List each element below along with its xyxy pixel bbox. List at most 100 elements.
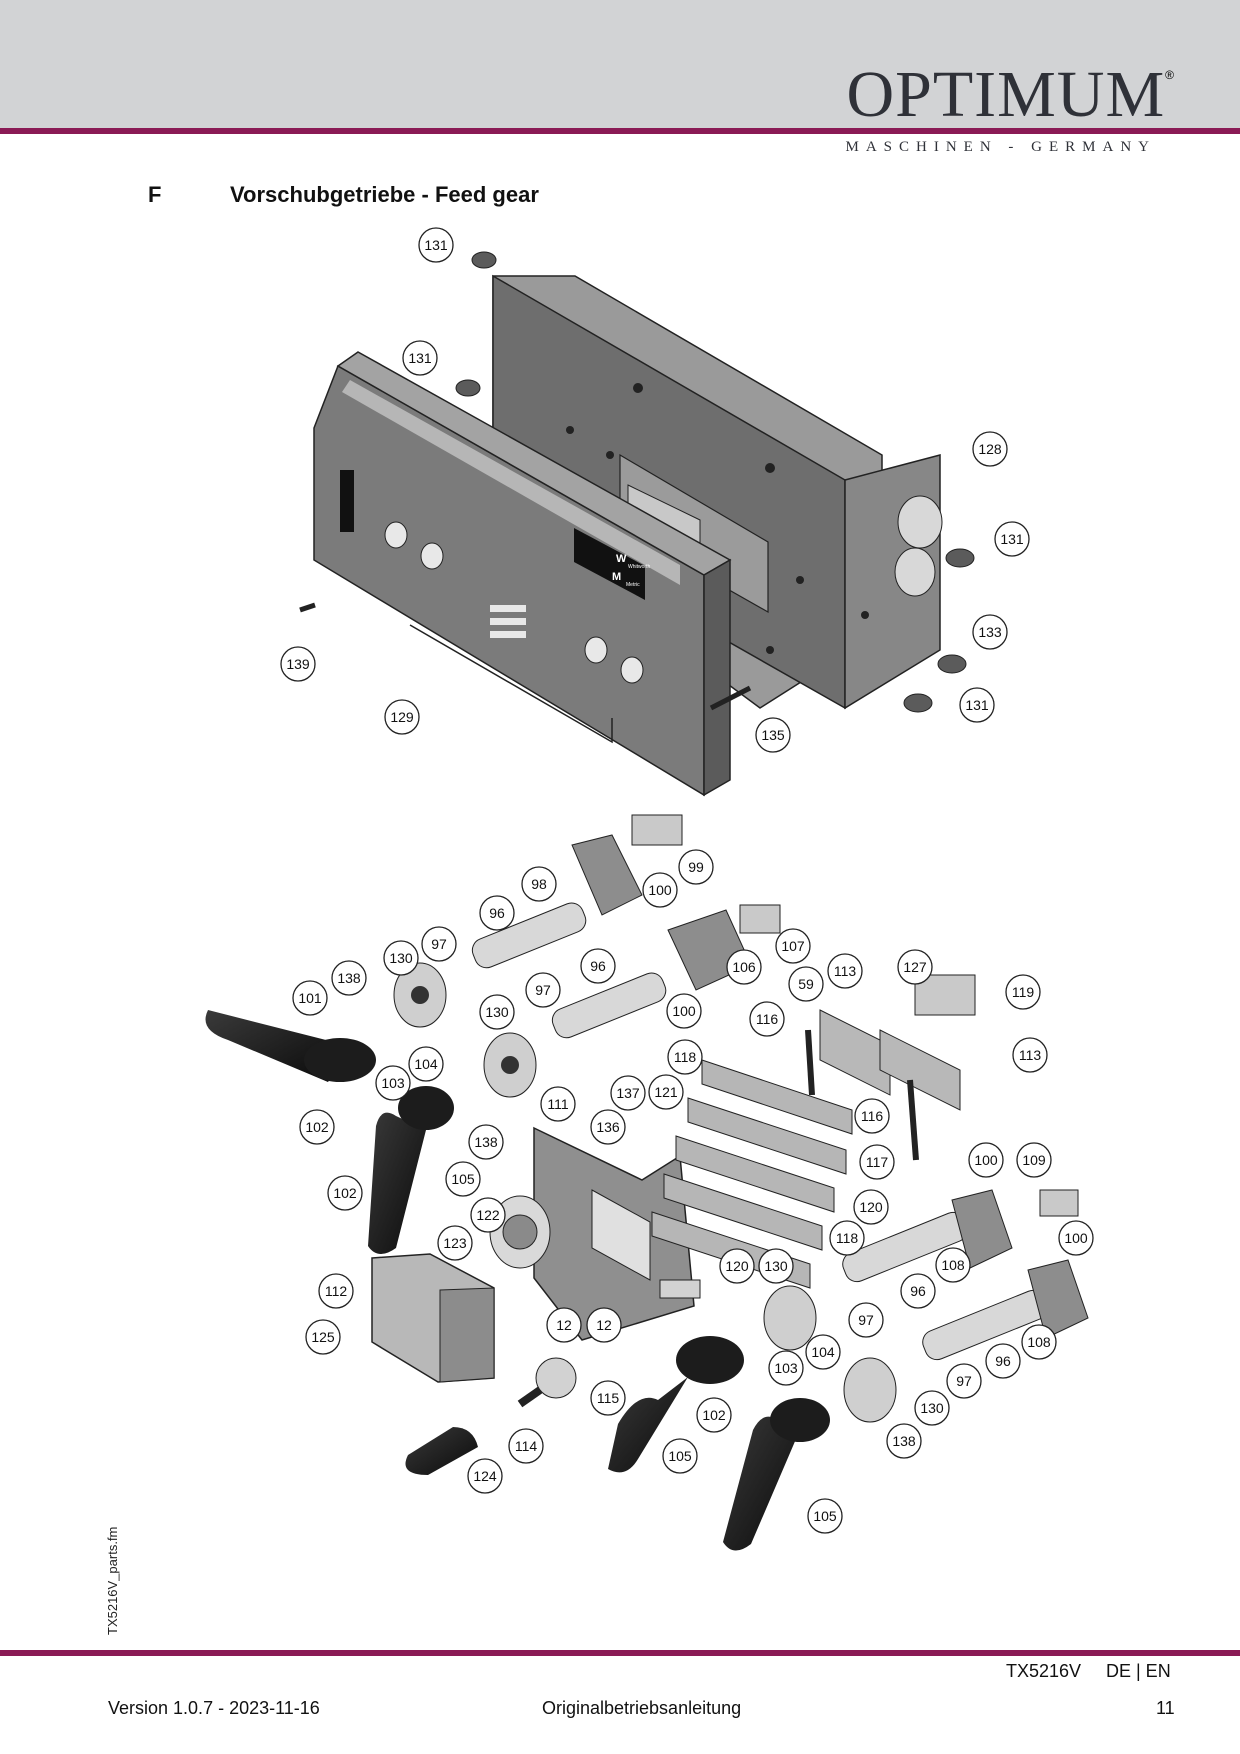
callout-circle	[666, 993, 702, 1029]
callout-circle	[719, 1248, 755, 1284]
callout-text: 105	[813, 1508, 837, 1524]
callout-text: 104	[811, 1344, 835, 1360]
callout-text: 100	[648, 882, 672, 898]
callout-138: 138	[886, 1423, 922, 1459]
callout-circle	[546, 1307, 582, 1343]
callout-105: 105	[445, 1161, 481, 1197]
callout-135: 135	[755, 717, 791, 753]
callout-text: 96	[590, 958, 606, 974]
callout-119: 119	[1005, 974, 1041, 1010]
callout-circle	[280, 646, 316, 682]
callout-text: 130	[389, 950, 413, 966]
callout-text: 115	[597, 1390, 620, 1406]
callout-circle	[994, 521, 1030, 557]
callout-120: 120	[853, 1189, 889, 1225]
callout-text: 97	[858, 1312, 874, 1328]
callout-96: 96	[900, 1273, 936, 1309]
callout-circle	[1012, 1037, 1048, 1073]
callout-103: 103	[768, 1350, 804, 1386]
callout-text: 100	[672, 1003, 696, 1019]
callout-text: 111	[547, 1096, 568, 1112]
callout-text: 59	[798, 976, 814, 992]
callout-circle	[468, 1124, 504, 1160]
callout-circle	[667, 1039, 703, 1075]
callout-130: 130	[383, 940, 419, 976]
callout-127: 127	[897, 949, 933, 985]
callout-circle	[768, 1350, 804, 1386]
callout-circle	[678, 849, 714, 885]
callout-text: 119	[1012, 984, 1035, 1000]
exploded-parts-diagram: W M Whitworth Metric	[190, 215, 1130, 1575]
callout-circle	[972, 614, 1008, 650]
callout-circle	[445, 1161, 481, 1197]
callout-circle	[467, 1458, 503, 1494]
callout-text: 139	[286, 656, 310, 672]
callout-121: 121	[648, 1074, 684, 1110]
callout-text: 135	[761, 727, 785, 743]
callout-96: 96	[479, 895, 515, 931]
callout-131: 131	[994, 521, 1030, 557]
callout-circle	[318, 1273, 354, 1309]
callout-text: 96	[910, 1283, 926, 1299]
callout-105: 105	[662, 1438, 698, 1474]
callout-text: 118	[836, 1230, 859, 1246]
callout-122: 122	[470, 1197, 506, 1233]
footer-version: Version 1.0.7 - 2023-11-16	[108, 1698, 320, 1718]
callout-125: 125	[305, 1319, 341, 1355]
callout-text: 107	[781, 938, 805, 954]
callout-text: 117	[866, 1154, 889, 1170]
callout-circle	[525, 972, 561, 1008]
header-rule	[0, 128, 1240, 134]
callout-text: 138	[892, 1433, 916, 1449]
callout-131: 131	[402, 340, 438, 376]
callout-103: 103	[375, 1065, 411, 1101]
callout-118: 118	[667, 1039, 703, 1075]
callout-circle	[972, 431, 1008, 467]
callout-circle	[900, 1273, 936, 1309]
callout-105: 105	[807, 1498, 843, 1534]
panel-w-sub: Whitworth	[628, 564, 650, 570]
cover-panel-129: W M Whitworth Metric	[313, 351, 732, 797]
callout-100: 100	[642, 872, 678, 908]
callout-text: 133	[978, 624, 1002, 640]
callout-131: 131	[959, 687, 995, 723]
callout-115: 115	[590, 1380, 626, 1416]
callout-text: 101	[298, 990, 322, 1006]
callout-97: 97	[946, 1363, 982, 1399]
callout-120: 120	[719, 1248, 755, 1284]
callout-text: 116	[756, 1011, 779, 1027]
callout-circle	[508, 1428, 544, 1464]
callout-circle	[1021, 1324, 1057, 1360]
parts-drawing: W M Whitworth Metric	[205, 227, 1094, 1551]
panel-m-sub: Metric	[626, 582, 640, 588]
callout-text: 108	[1027, 1334, 1051, 1350]
callout-133: 133	[972, 614, 1008, 650]
panel-w-label: W	[616, 553, 627, 565]
callout-12: 12	[586, 1307, 622, 1343]
section-title: Vorschubgetriebe - Feed gear	[230, 182, 539, 207]
callout-106: 106	[726, 949, 762, 985]
callout-circle	[959, 687, 995, 723]
right-shafts	[763, 1189, 1089, 1423]
callout-circle	[755, 717, 791, 753]
callout-text: 130	[920, 1400, 944, 1416]
callout-97: 97	[848, 1302, 884, 1338]
callout-text: 103	[381, 1075, 405, 1091]
callout-113: 113	[1012, 1037, 1048, 1073]
callout-102: 102	[327, 1175, 363, 1211]
callout-102: 102	[299, 1109, 335, 1145]
callout-circle	[586, 1307, 622, 1343]
callout-138: 138	[468, 1124, 504, 1160]
callout-circle	[946, 1363, 982, 1399]
callout-124: 124	[467, 1458, 503, 1494]
callout-text: 96	[995, 1353, 1011, 1369]
callout-circle	[418, 227, 454, 263]
callout-text: 97	[956, 1373, 972, 1389]
brand-tagline: MASCHINEN - GERMANY	[845, 139, 1156, 155]
panel-m-label: M	[612, 571, 621, 583]
page-number: 11	[1156, 1698, 1175, 1718]
callout-circle	[854, 1098, 890, 1134]
callout-96: 96	[580, 948, 616, 984]
footer-document-type: Originalbetriebsanleitung	[542, 1698, 742, 1718]
